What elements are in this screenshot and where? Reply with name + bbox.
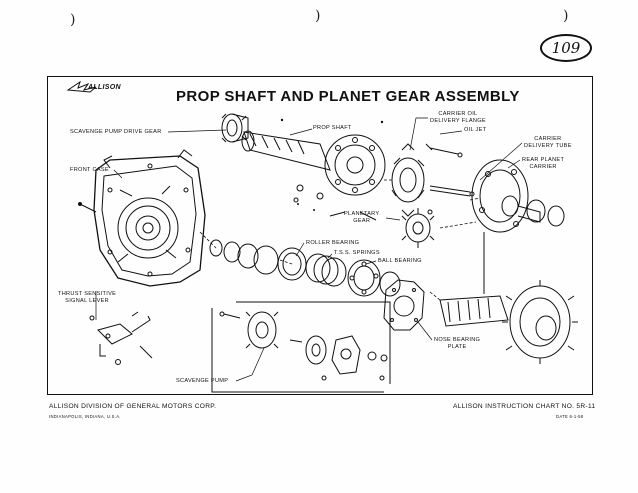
front-planet-carrier: [439, 280, 578, 364]
scavenge-pump: [219, 311, 388, 381]
binder-hole-right: ): [563, 8, 569, 24]
label-tss-springs: T.S.S. SPRINGS: [334, 250, 380, 256]
label-oil-jet: OIL JET: [464, 127, 487, 133]
scavenge-pump-drive-gear: [221, 113, 249, 143]
carrier-seal-ring-2: [547, 205, 565, 227]
label-ball-bearing: BALL BEARING: [378, 258, 422, 264]
seal-ring-b: [223, 241, 241, 263]
footer-company: ALLISON DIVISION OF GENERAL MOTORS CORP.: [49, 403, 217, 410]
label-rear-planet-carrier: REAR PLANET CARRIER: [522, 157, 565, 170]
thrust-sensitive-signal-lever: [89, 311, 153, 365]
label-planetary-gear: PLANETARY GEAR: [344, 211, 380, 224]
planet-gear-cluster: [391, 143, 425, 217]
allison-logo-icon: [66, 80, 97, 93]
label-prop-shaft: PROP SHAFT: [313, 125, 352, 131]
footer-chart-number: ALLISON INSTRUCTION CHART NO. 5R-11: [453, 403, 596, 410]
label-scavenge-pump: SCAVENGE PUMP: [176, 378, 229, 384]
label-scavenge-pump-drive-gear: SCAVENGE PUMP DRIVE GEAR: [70, 129, 162, 135]
binder-hole-left: ): [70, 12, 76, 28]
rear-planet-carrier: [471, 159, 541, 233]
tss-springs: [305, 253, 347, 287]
bearing-retainer-ring: [379, 271, 401, 297]
front-case: [93, 149, 206, 287]
label-roller-bearing: ROLLER BEARING: [306, 240, 360, 246]
footer-location: INDIANAPOLIS, INDIANA, U.S.A.: [49, 414, 121, 419]
footer-date: DATE 6-1-58: [556, 414, 584, 419]
label-carrier-delivery-tube: CARRIER DELIVERY TUBE: [524, 136, 572, 149]
binder-hole-middle: ): [315, 8, 321, 24]
carrier-seal-ring-1: [526, 199, 546, 223]
prop-shaft: [241, 130, 386, 196]
label-front-case: FRONT CASE: [70, 167, 109, 173]
seal-ring-c: [237, 243, 259, 269]
label-nose-bearing-plate: NOSE BEARING PLATE: [434, 337, 481, 350]
page-number: 109: [540, 34, 592, 62]
nose-bearing-plate: [383, 279, 425, 331]
planetary-gear: [401, 208, 435, 248]
label-thrust-sensitive-signal-lever: THRUST SENSITIVE SIGNAL LEVER: [58, 291, 117, 304]
front-case-bolt: [79, 203, 97, 213]
ball-bearing: [347, 259, 381, 297]
diagram-title: PROP SHAFT AND PLANET GEAR ASSEMBLY: [176, 88, 520, 105]
label-carrier-oil-delivery-flange: CARRIER OIL DELIVERY FLANGE: [430, 111, 486, 124]
oil-jet: [425, 143, 463, 158]
chart-frame: [47, 76, 593, 395]
seal-ring-a: [209, 239, 223, 257]
carrier-delivery-tube: [429, 185, 471, 193]
logo-text: ALLISON: [88, 84, 121, 91]
